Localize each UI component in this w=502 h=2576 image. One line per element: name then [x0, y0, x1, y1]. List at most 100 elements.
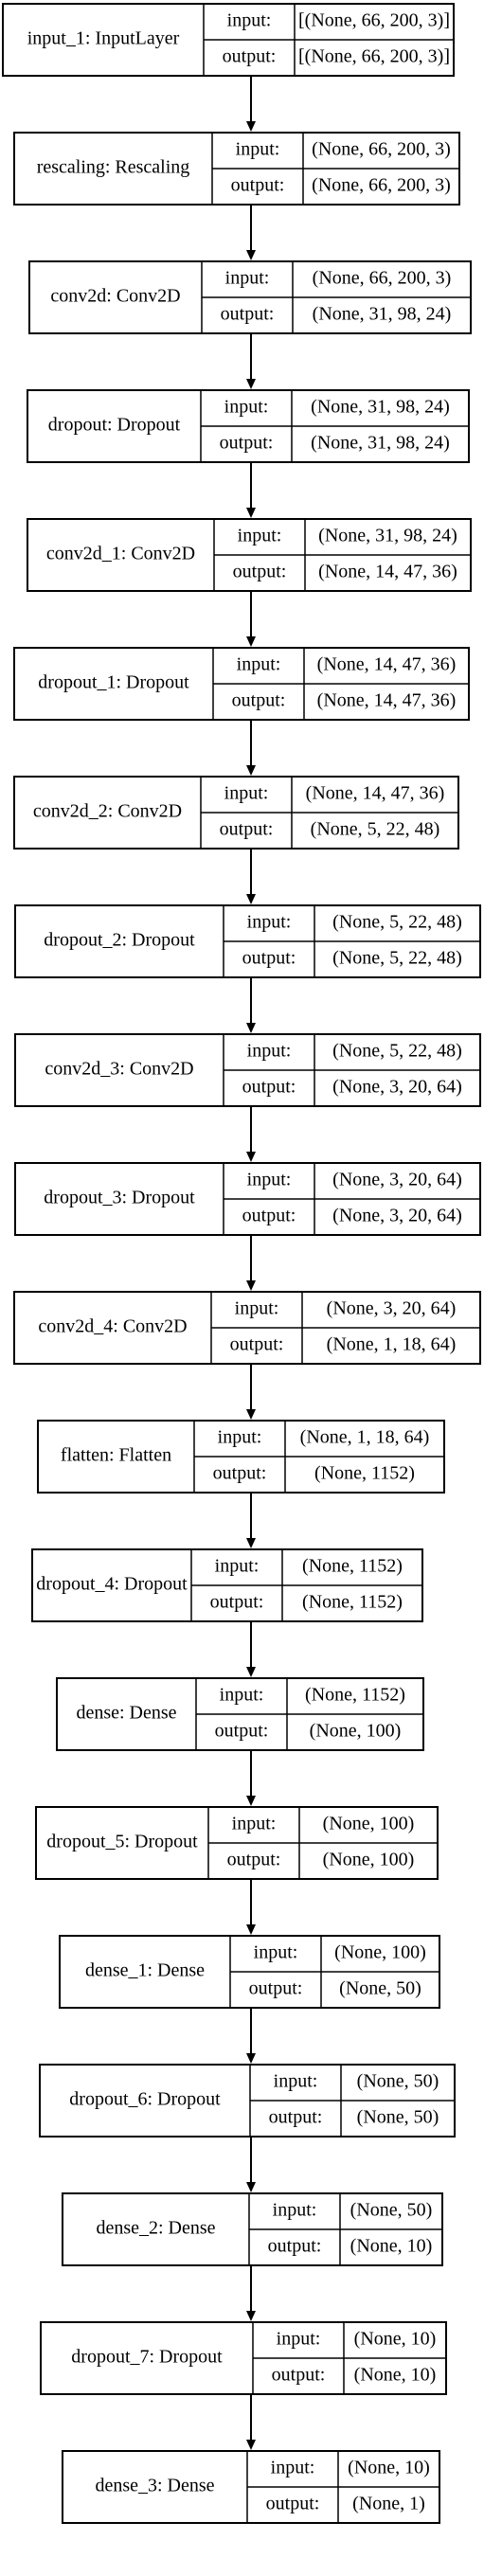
arrow-head	[246, 121, 256, 132]
layer-name: dense_2: Dense	[96, 2218, 215, 2239]
input-shape: (None, 66, 200, 3)	[312, 139, 451, 160]
output-shape: (None, 5, 22, 48)	[311, 819, 440, 840]
layer-name: conv2d_4: Conv2D	[38, 1316, 187, 1337]
layer-name: input_1: InputLayer	[27, 28, 180, 49]
layer-name: conv2d_3: Conv2D	[45, 1059, 193, 1080]
arrow-head	[246, 636, 256, 647]
output-shape: (None, 3, 20, 64)	[332, 1077, 462, 1098]
layer-node: conv2d_3: Conv2D input: output: (None, 5, 2…	[14, 1033, 481, 1107]
layer-node: dropout_5: Dropout input: output: (None, 10…	[35, 1806, 439, 1880]
input-shape: (None, 3, 20, 64)	[332, 1170, 462, 1190]
arrow-head	[246, 1667, 256, 1677]
input-label: input:	[247, 912, 292, 933]
layer-name: flatten: Flatten	[61, 1445, 171, 1466]
input-shape: (None, 14, 47, 36)	[306, 783, 445, 804]
input-shape: (None, 50)	[350, 2200, 433, 2221]
input-label: input:	[235, 1298, 279, 1319]
output-label: output:	[221, 304, 275, 325]
arrow-head	[246, 1538, 256, 1548]
output-label: output:	[272, 2365, 326, 2386]
input-shape: (None, 5, 22, 48)	[332, 1041, 462, 1062]
input-shape: (None, 10)	[354, 2329, 437, 2350]
output-label: output:	[223, 46, 277, 67]
output-shape: (None, 1, 18, 64)	[327, 1334, 457, 1355]
output-label: output:	[242, 1077, 296, 1098]
input-label: input:	[271, 2458, 315, 2478]
arrow-head	[246, 508, 256, 518]
output-shape: (None, 1152)	[302, 1592, 403, 1613]
arrow-head	[246, 250, 256, 260]
arrow-head	[246, 894, 256, 904]
arrow-head	[246, 765, 256, 776]
layer-name: dropout_5: Dropout	[46, 1832, 198, 1852]
layer-node: input_1: InputLayer input: output: [(None, …	[2, 3, 455, 77]
input-shape: (None, 66, 200, 3)	[313, 268, 452, 289]
output-label: output:	[227, 1850, 281, 1870]
arrow-head	[246, 1409, 256, 1420]
layer-name: dense_3: Dense	[95, 2476, 214, 2496]
arrow-head	[246, 379, 256, 389]
arrow-head	[246, 2182, 256, 2192]
output-label: output:	[220, 433, 274, 454]
output-label: output:	[213, 1463, 267, 1484]
output-label: output:	[266, 2494, 320, 2514]
output-shape: (None, 50)	[357, 2107, 439, 2128]
input-shape: (None, 10)	[348, 2458, 430, 2478]
output-shape: (None, 1)	[352, 2494, 425, 2514]
layer-name: dense_1: Dense	[85, 1960, 205, 1981]
input-label: input:	[277, 2329, 321, 2350]
input-label: input:	[220, 1685, 264, 1706]
output-shape: (None, 14, 47, 36)	[318, 562, 457, 582]
layer-node: dense_3: Dense input: output: (None, 10) (No…	[62, 2450, 440, 2524]
input-shape: (None, 1, 18, 64)	[300, 1427, 430, 1448]
layer-name: dropout_3: Dropout	[44, 1188, 195, 1208]
output-label: output:	[215, 1721, 269, 1742]
layer-name: dropout_2: Dropout	[44, 930, 195, 951]
input-label: input:	[247, 1170, 292, 1190]
input-shape: (None, 14, 47, 36)	[317, 654, 457, 675]
input-shape: (None, 50)	[357, 2071, 439, 2092]
output-label: output:	[242, 1206, 296, 1226]
arrow-head	[246, 1152, 256, 1162]
output-shape: (None, 5, 22, 48)	[332, 948, 462, 969]
input-label: input:	[273, 2200, 317, 2221]
input-label: input:	[254, 1942, 298, 1963]
output-label: output:	[269, 2107, 323, 2128]
output-label: output:	[210, 1592, 264, 1613]
arrow-head	[246, 1023, 256, 1033]
arrow-head	[246, 2311, 256, 2321]
input-label: input:	[227, 10, 272, 31]
input-shape: (None, 1152)	[302, 1556, 403, 1577]
input-label: input:	[224, 397, 269, 418]
arrow-head	[246, 1924, 256, 1935]
output-label: output:	[249, 1978, 303, 1999]
input-shape: (None, 100)	[323, 1814, 415, 1834]
layer-name: dropout: Dropout	[48, 415, 181, 436]
arrow-head	[246, 1280, 256, 1291]
output-shape: (None, 50)	[339, 1978, 421, 1999]
input-label: input:	[225, 268, 270, 289]
layer-name: dense: Dense	[76, 1703, 176, 1724]
input-label: input:	[236, 139, 280, 160]
output-shape: [(None, 66, 200, 3)]	[298, 46, 450, 67]
output-label: output:	[233, 562, 287, 582]
output-shape: (None, 66, 200, 3)	[312, 175, 451, 196]
output-shape: (None, 10)	[350, 2236, 433, 2257]
arrow-head	[246, 1796, 256, 1806]
output-shape: (None, 31, 98, 24)	[311, 433, 450, 454]
input-label: input:	[237, 654, 281, 675]
input-label: input:	[232, 1814, 277, 1834]
output-shape: (None, 1152)	[314, 1463, 415, 1484]
layer-name: conv2d: Conv2D	[50, 286, 180, 307]
input-label: input:	[247, 1041, 292, 1062]
output-shape: (None, 10)	[354, 2365, 437, 2386]
input-shape: (None, 31, 98, 24)	[311, 397, 450, 418]
